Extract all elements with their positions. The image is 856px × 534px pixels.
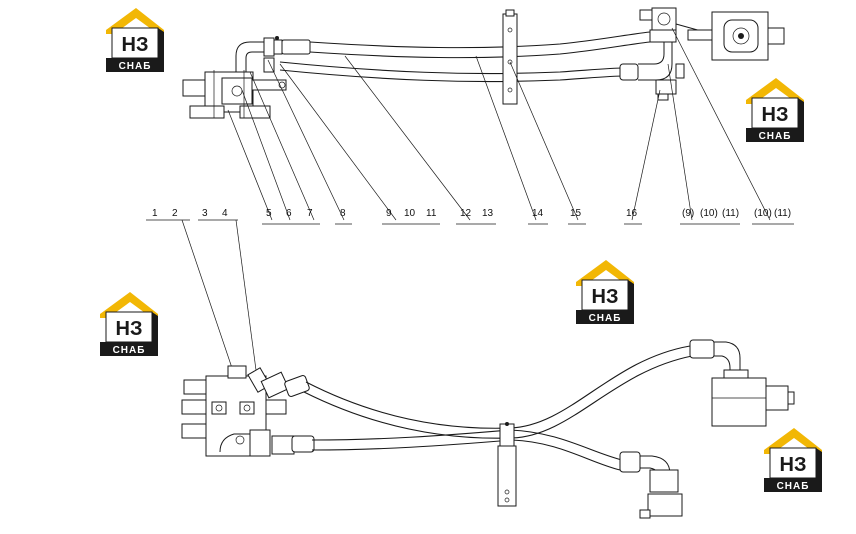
callout-10: 10 bbox=[404, 208, 416, 219]
callout-1: 1 bbox=[152, 208, 158, 219]
callout-10-ref: (10) bbox=[700, 208, 718, 219]
hose-pair-top bbox=[279, 31, 651, 83]
pump-top bbox=[711, 11, 785, 61]
hose-clamp-bracket-bottom bbox=[497, 422, 517, 507]
callout-2: 2 bbox=[172, 208, 178, 219]
brand-logo-5: НЗ СНАБ bbox=[763, 427, 823, 493]
svg-text:СНАБ: СНАБ bbox=[777, 481, 810, 492]
control-valve-top bbox=[182, 70, 287, 119]
pump-bottom bbox=[711, 377, 795, 427]
callout-leaders-top bbox=[227, 27, 794, 225]
callout-12: 12 bbox=[460, 208, 472, 219]
callout-10-ref-2: (10) bbox=[754, 208, 772, 219]
callout-4: 4 bbox=[222, 208, 228, 219]
callout-8: 8 bbox=[340, 208, 346, 219]
callout-9-ref: (9) bbox=[682, 208, 694, 219]
callout-15: 15 bbox=[570, 208, 582, 219]
callout-leaders-bottom bbox=[146, 219, 257, 371]
svg-text:НЗ: НЗ bbox=[116, 318, 143, 340]
callout-14: 14 bbox=[532, 208, 544, 219]
brand-logo-3: НЗ СНАБ bbox=[575, 259, 635, 325]
brand-logo-1: НЗ СНАБ bbox=[105, 7, 165, 73]
brand-logo-2: НЗ СНАБ bbox=[745, 77, 805, 143]
svg-text:НЗ: НЗ bbox=[592, 286, 619, 308]
callout-9: 9 bbox=[386, 208, 392, 219]
callout-labels-bottom: 1 2 3 4 bbox=[152, 208, 228, 219]
callout-13: 13 bbox=[482, 208, 494, 219]
callout-11: 11 bbox=[426, 208, 437, 219]
bottom-view-assembly bbox=[181, 339, 795, 519]
svg-text:НЗ: НЗ bbox=[780, 454, 807, 476]
svg-text:СНАБ: СНАБ bbox=[113, 345, 146, 356]
svg-text:СНАБ: СНАБ bbox=[119, 61, 152, 72]
svg-text:НЗ: НЗ bbox=[122, 34, 149, 56]
callout-5: 5 bbox=[266, 208, 272, 219]
svg-text:СНАБ: СНАБ bbox=[759, 131, 792, 142]
callout-6: 6 bbox=[286, 208, 292, 219]
callout-11-ref-2: (11) bbox=[774, 208, 791, 219]
callout-16: 16 bbox=[626, 208, 638, 219]
top-view-assembly bbox=[182, 7, 785, 119]
callout-3: 3 bbox=[202, 208, 208, 219]
callout-11-ref: (11) bbox=[722, 208, 739, 219]
callout-7: 7 bbox=[307, 208, 313, 219]
svg-text:СНАБ: СНАБ bbox=[589, 313, 622, 324]
svg-text:НЗ: НЗ bbox=[762, 104, 789, 126]
callout-labels-top: 5 6 7 8 9 10 11 12 13 14 15 16 (9) (10) … bbox=[266, 208, 791, 219]
brand-logo-4: НЗ СНАБ bbox=[99, 291, 159, 357]
hose-clamp-bracket-top bbox=[502, 9, 518, 105]
